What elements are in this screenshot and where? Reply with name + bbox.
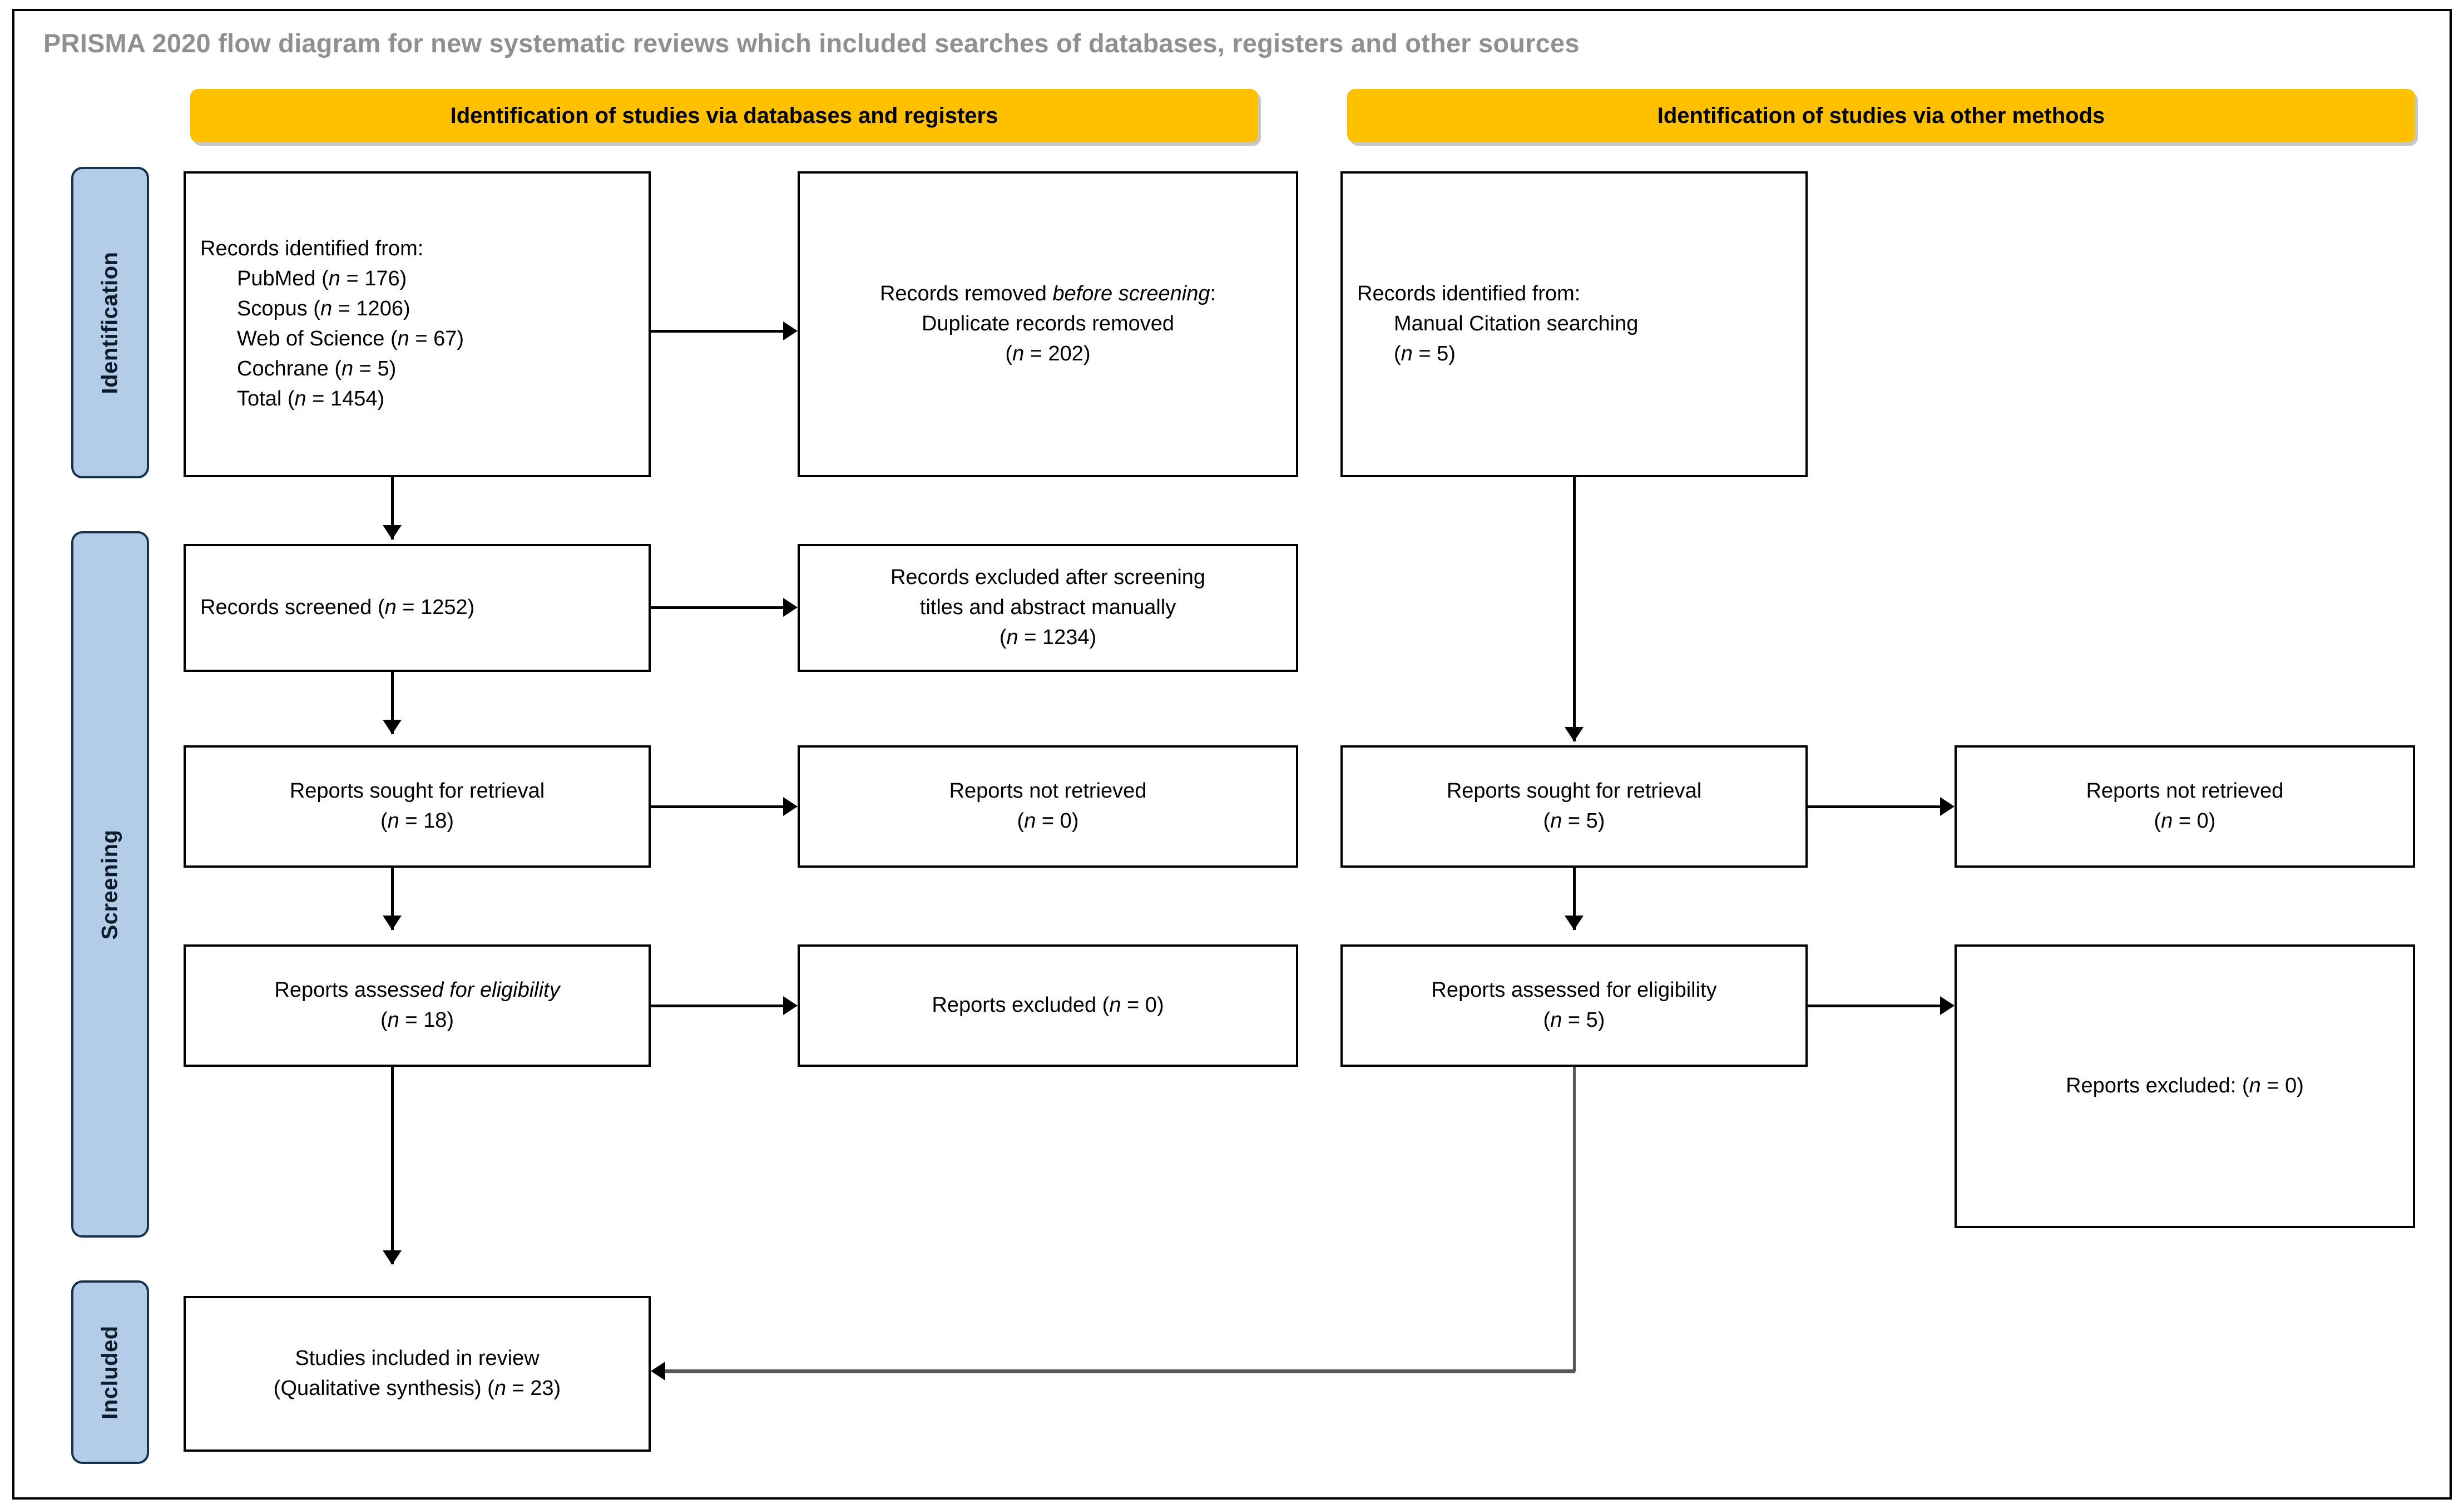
records-removed-line2: Duplicate records removed — [921, 312, 1175, 336]
page-title: PRISMA 2020 flow diagram for new systema… — [43, 28, 1580, 58]
reports-not-retrieved-right-count: (n = 0) — [2154, 809, 2216, 833]
studies-included-line2: (Qualitative synthesis) (n = 23) — [273, 1377, 561, 1400]
connector-sought-to-not-retrieved-left — [651, 805, 784, 808]
arrowhead-right-to-included — [651, 1362, 665, 1381]
studies-included-line1: Studies included in review — [295, 1347, 540, 1371]
connector-screened-to-excluded — [651, 606, 784, 609]
arrowhead-sought-to-not-retrieved-right — [1940, 797, 1955, 816]
stage-tab-screening-label: Screening — [97, 829, 122, 939]
connector-identified-to-removed — [651, 330, 784, 333]
connector-assessed-to-included-left — [391, 1067, 394, 1264]
records-identified-other-count: (n = 5) — [1394, 342, 1456, 365]
node-reports-not-retrieved-right: Reports not retrieved (n = 0) — [1955, 745, 2415, 868]
stage-tab-identification-label: Identification — [97, 251, 122, 394]
connector-sought-to-assessed-right — [1573, 868, 1576, 930]
node-reports-assessed-right: Reports assessed for eligibility (n = 5) — [1340, 944, 1808, 1067]
connector-assessed-to-excluded-left — [651, 1005, 784, 1007]
reports-not-retrieved-left-count: (n = 0) — [1017, 809, 1079, 833]
arrowhead-sought-to-assessed-right — [1565, 916, 1584, 930]
connector-screened-to-sought — [391, 672, 394, 734]
arrowhead-assessed-to-excluded-left — [783, 996, 798, 1015]
connector-right-to-included-vertical — [1573, 1067, 1576, 1372]
records-excluded-line1: Records excluded after screening — [890, 566, 1206, 590]
node-records-excluded-after-screening: Records excluded after screening titles … — [798, 544, 1298, 672]
banner-databases-registers: Identification of studies via databases … — [190, 89, 1258, 142]
node-records-screened: Records screened (n = 1252) — [184, 544, 651, 672]
arrowhead-screened-to-excluded — [783, 598, 798, 617]
arrowhead-identified-to-screened — [383, 525, 402, 540]
figure-border — [12, 9, 2452, 1500]
node-records-identified-other-methods: Records identified from: Manual Citation… — [1340, 171, 1808, 477]
banner-databases-registers-label: Identification of studies via databases … — [450, 103, 998, 128]
reports-not-retrieved-left-label: Reports not retrieved — [949, 779, 1147, 803]
reports-assessed-right-label: Reports assessed for eligibility — [1431, 978, 1717, 1002]
reports-not-retrieved-right-label: Reports not retrieved — [2086, 779, 2284, 803]
connector-other-identified-to-sought — [1573, 477, 1576, 741]
records-removed-count: (n = 202) — [1005, 342, 1091, 365]
connector-assessed-to-excluded-right — [1808, 1005, 1941, 1007]
node-reports-excluded-right: Reports excluded: (n = 0) — [1955, 944, 2415, 1228]
records-excluded-count: (n = 1234) — [999, 625, 1097, 649]
reports-excluded-left-text: Reports excluded (n = 0) — [932, 993, 1164, 1017]
node-records-removed-before-screening: Records removed before screening: Duplic… — [798, 171, 1298, 477]
records-excluded-line2: titles and abstract manually — [919, 596, 1176, 620]
arrowhead-assessed-to-excluded-right — [1940, 996, 1955, 1015]
connector-identified-to-screened — [391, 477, 394, 540]
node-reports-sought-left: Reports sought for retrieval (n = 18) — [184, 745, 651, 868]
arrowhead-assessed-to-included-left — [383, 1250, 402, 1265]
reports-sought-right-count: (n = 5) — [1543, 809, 1605, 833]
records-identified-other-source: Manual Citation searching — [1394, 312, 1639, 336]
stage-tab-screening: Screening — [71, 531, 149, 1238]
stage-tab-identification: Identification — [71, 167, 149, 478]
records-identified-source-cochrane: Cochrane (n = 5) — [237, 357, 397, 380]
records-identified-other-heading: Records identified from: — [1357, 282, 1581, 306]
records-identified-source-pubmed: PubMed (n = 176) — [237, 267, 407, 291]
records-screened-text: Records screened (n = 1252) — [200, 596, 475, 620]
reports-sought-right-label: Reports sought for retrieval — [1446, 779, 1702, 803]
reports-assessed-right-count: (n = 5) — [1543, 1008, 1605, 1032]
reports-sought-left-count: (n = 18) — [380, 809, 454, 833]
reports-excluded-right-text: Reports excluded: (n = 0) — [2066, 1074, 2304, 1098]
node-reports-assessed-left: Reports assessed for eligibility (n = 18… — [184, 944, 651, 1067]
arrowhead-other-identified-to-sought — [1565, 727, 1584, 741]
connector-sought-to-not-retrieved-right — [1808, 805, 1941, 808]
reports-sought-left-label: Reports sought for retrieval — [289, 779, 545, 803]
records-removed-line1: Records removed before screening: — [879, 282, 1216, 306]
arrowhead-sought-to-assessed-left — [383, 916, 402, 930]
banner-other-methods: Identification of studies via other meth… — [1347, 89, 2415, 142]
arrowhead-screened-to-sought — [383, 720, 402, 734]
reports-assessed-left-count: (n = 18) — [380, 1008, 454, 1032]
records-identified-source-web-of-science: Web of Science (n = 67) — [237, 327, 464, 350]
node-records-identified-databases: Records identified from: PubMed (n = 176… — [184, 171, 651, 477]
stage-tab-included-label: Included — [97, 1325, 122, 1419]
node-reports-excluded-left: Reports excluded (n = 0) — [798, 944, 1298, 1067]
records-identified-source-scopus: Scopus (n = 1206) — [237, 297, 410, 321]
connector-sought-to-assessed-left — [391, 868, 394, 930]
connector-right-to-included-horizontal — [665, 1369, 1575, 1373]
reports-assessed-left-label: Reports assessed for eligibility — [274, 978, 560, 1002]
arrowhead-identified-to-removed — [783, 321, 798, 340]
records-identified-source-total: Total (n = 1454) — [237, 387, 385, 410]
arrowhead-sought-to-not-retrieved-left — [783, 797, 798, 816]
records-identified-heading: Records identified from: — [200, 237, 424, 261]
node-reports-sought-right: Reports sought for retrieval (n = 5) — [1340, 745, 1808, 868]
node-studies-included-in-review: Studies included in review (Qualitative … — [184, 1296, 651, 1452]
node-reports-not-retrieved-left: Reports not retrieved (n = 0) — [798, 745, 1298, 868]
stage-tab-included: Included — [71, 1280, 149, 1464]
banner-other-methods-label: Identification of studies via other meth… — [1657, 103, 2105, 128]
